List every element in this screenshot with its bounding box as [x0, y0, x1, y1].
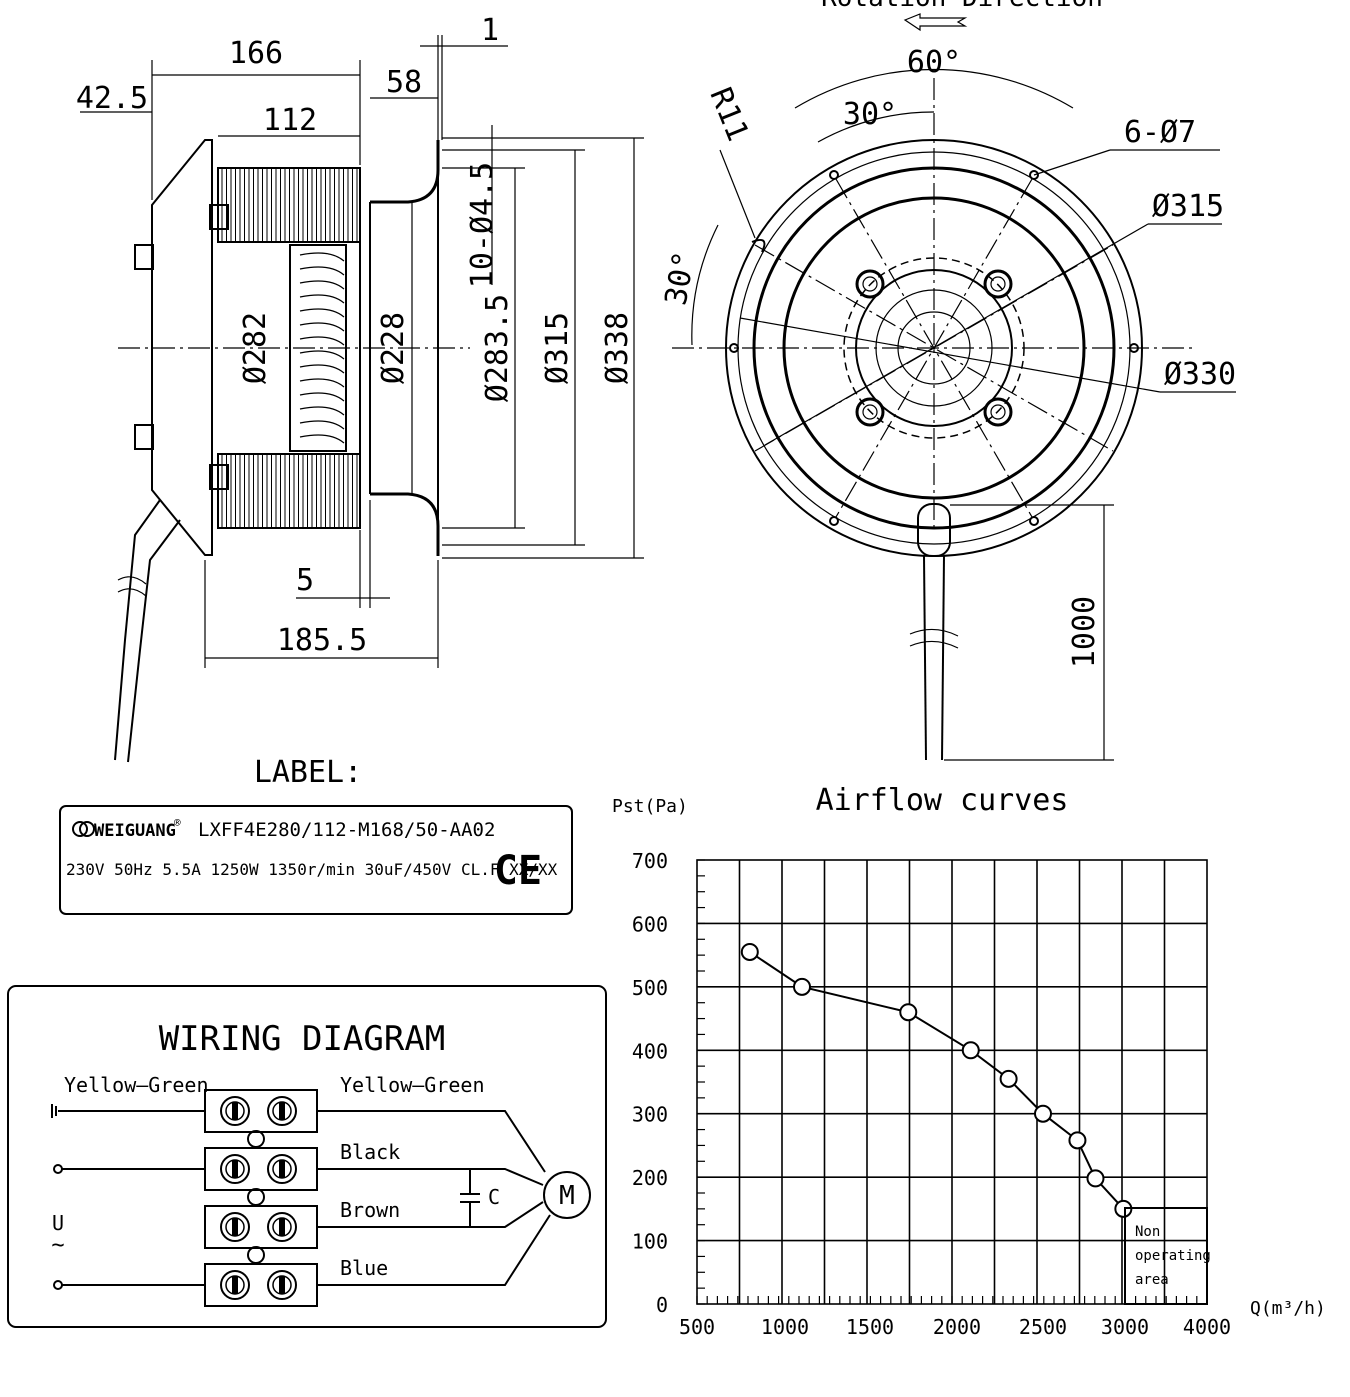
electrical-specs: 230V 50Hz 5.5A 1250W 1350r/min 30uF/450V… [66, 860, 558, 879]
label-heading: LABEL: [254, 755, 362, 790]
terminal-screw-icon [267, 1154, 297, 1184]
data-point [961, 1041, 980, 1060]
brand-registered-mark: ® [174, 816, 181, 829]
terminal-screw-icon [267, 1096, 297, 1126]
data-point [1086, 1169, 1105, 1188]
y-tick-label: 700 [632, 849, 668, 873]
dim-112: 112 [263, 103, 317, 138]
y-tick-label: 300 [632, 1103, 668, 1127]
ac-symbol: ~ [51, 1233, 64, 1258]
x-tick-label: 2500 [1019, 1315, 1067, 1339]
x-tick-label: 500 [679, 1315, 715, 1339]
side-view: 166 42.5 112 58 1 10-Ø4.5 Ø282 Ø228 Ø283… [76, 13, 644, 763]
wire-label-blue: Blue [340, 1256, 388, 1280]
non-operating-area-box [1124, 1207, 1208, 1305]
x-tick-label: 3000 [1101, 1315, 1149, 1339]
radius-r11: R11 [702, 83, 755, 146]
terminal-screw-icon [220, 1154, 250, 1184]
motor-mount-holes [855, 269, 1013, 427]
annotation-line-3: area [1135, 1272, 1169, 1288]
dim-d330: Ø330 [1164, 357, 1236, 392]
y-tick-label: 0 [656, 1293, 668, 1317]
dim-58: 58 [386, 65, 422, 100]
wiring-title: WIRING DIAGRAM [159, 1019, 446, 1059]
terminal-screw-icon [220, 1212, 250, 1242]
motor-icon [543, 1171, 591, 1219]
y-tick-label: 600 [632, 912, 668, 936]
front-view: Rotation Direction [659, 0, 1236, 761]
y-axis-label: Pst(Pa) [612, 796, 688, 817]
terminal-screw-icon [267, 1212, 297, 1242]
dim-front-d315: Ø315 [1152, 189, 1224, 224]
dim-166: 166 [229, 36, 283, 71]
ce-mark: CE [494, 848, 542, 894]
dim-10-holes: 10-Ø4.5 [465, 162, 500, 288]
chart-title: Airflow curves [816, 783, 1069, 818]
wire-label-brown: Brown [340, 1198, 400, 1222]
angle-60: 60° [907, 45, 961, 80]
label-section: LABEL: WEIGUANG ® LXFF4E280/112-M168/50-… [59, 755, 573, 915]
dim-6-holes: 6-Ø7 [1124, 115, 1196, 150]
supply-u-symbol: U [52, 1211, 64, 1235]
label-box [59, 805, 573, 915]
rotation-direction-label: Rotation Direction [821, 0, 1103, 13]
airflow-chart: Airflow curves Pst(Pa) Q(m³/h) 0 100 200 30… [612, 783, 1326, 1339]
flange-holes [729, 170, 1139, 526]
terminal-screw-icon [220, 1096, 250, 1126]
data-point [1034, 1104, 1052, 1123]
x-tick-label: 1500 [846, 1315, 894, 1339]
annotation-line-2: operating [1135, 1248, 1211, 1264]
data-point [740, 942, 759, 961]
data-point [999, 1069, 1018, 1088]
wire-label-black: Black [340, 1140, 400, 1164]
left-wire-label: Yellow—Green [64, 1073, 209, 1097]
dim-d282: Ø282 [238, 312, 273, 384]
terminal-screw-icon [220, 1270, 250, 1300]
supply-terminal-n [53, 1280, 63, 1290]
x-tick-label: 1000 [761, 1315, 809, 1339]
data-point [1068, 1131, 1087, 1150]
data-point [899, 1003, 918, 1022]
terminal-screw-icon [267, 1270, 297, 1300]
y-tick-label: 400 [632, 1039, 668, 1063]
dim-d283-5: Ø283.5 [480, 294, 515, 402]
dim-cable-1000: 1000 [1067, 596, 1102, 668]
dim-185-5: 185.5 [277, 623, 367, 658]
x-axis-label: Q(m³/h) [1250, 1298, 1326, 1319]
motor-label: M [559, 1181, 575, 1211]
y-tick-label: 200 [632, 1166, 668, 1190]
angle-30-left: 30° [659, 249, 703, 308]
dim-d228: Ø228 [376, 312, 411, 384]
brand-name: WEIGUANG [94, 821, 176, 841]
annotation-line-1: Non [1135, 1224, 1160, 1240]
angle-30-top: 30° [843, 97, 897, 132]
supply-terminal-l [53, 1164, 63, 1174]
data-point [793, 977, 811, 996]
dim-5: 5 [296, 563, 314, 598]
dim-42-5: 42.5 [76, 81, 148, 116]
x-tick-label: 2000 [933, 1315, 981, 1339]
wiring-diagram: WIRING DIAGRAM Yellow—Green U ~ C [7, 985, 607, 1328]
weiguang-logo-icon [72, 821, 95, 837]
wire-label-yg: Yellow—Green [340, 1073, 485, 1097]
dim-d315: Ø315 [540, 312, 575, 384]
wiring-frame [7, 985, 607, 1328]
dim-1: 1 [481, 13, 499, 48]
capacitor-label: C [488, 1185, 500, 1209]
dim-d338: Ø338 [600, 312, 635, 384]
y-tick-label: 500 [632, 976, 668, 1000]
rotation-arrow-icon [903, 13, 968, 32]
y-tick-label: 100 [632, 1230, 668, 1254]
model-number: LXFF4E280/112-M168/50-AA02 [198, 819, 495, 841]
x-tick-label: 4000 [1183, 1315, 1231, 1339]
